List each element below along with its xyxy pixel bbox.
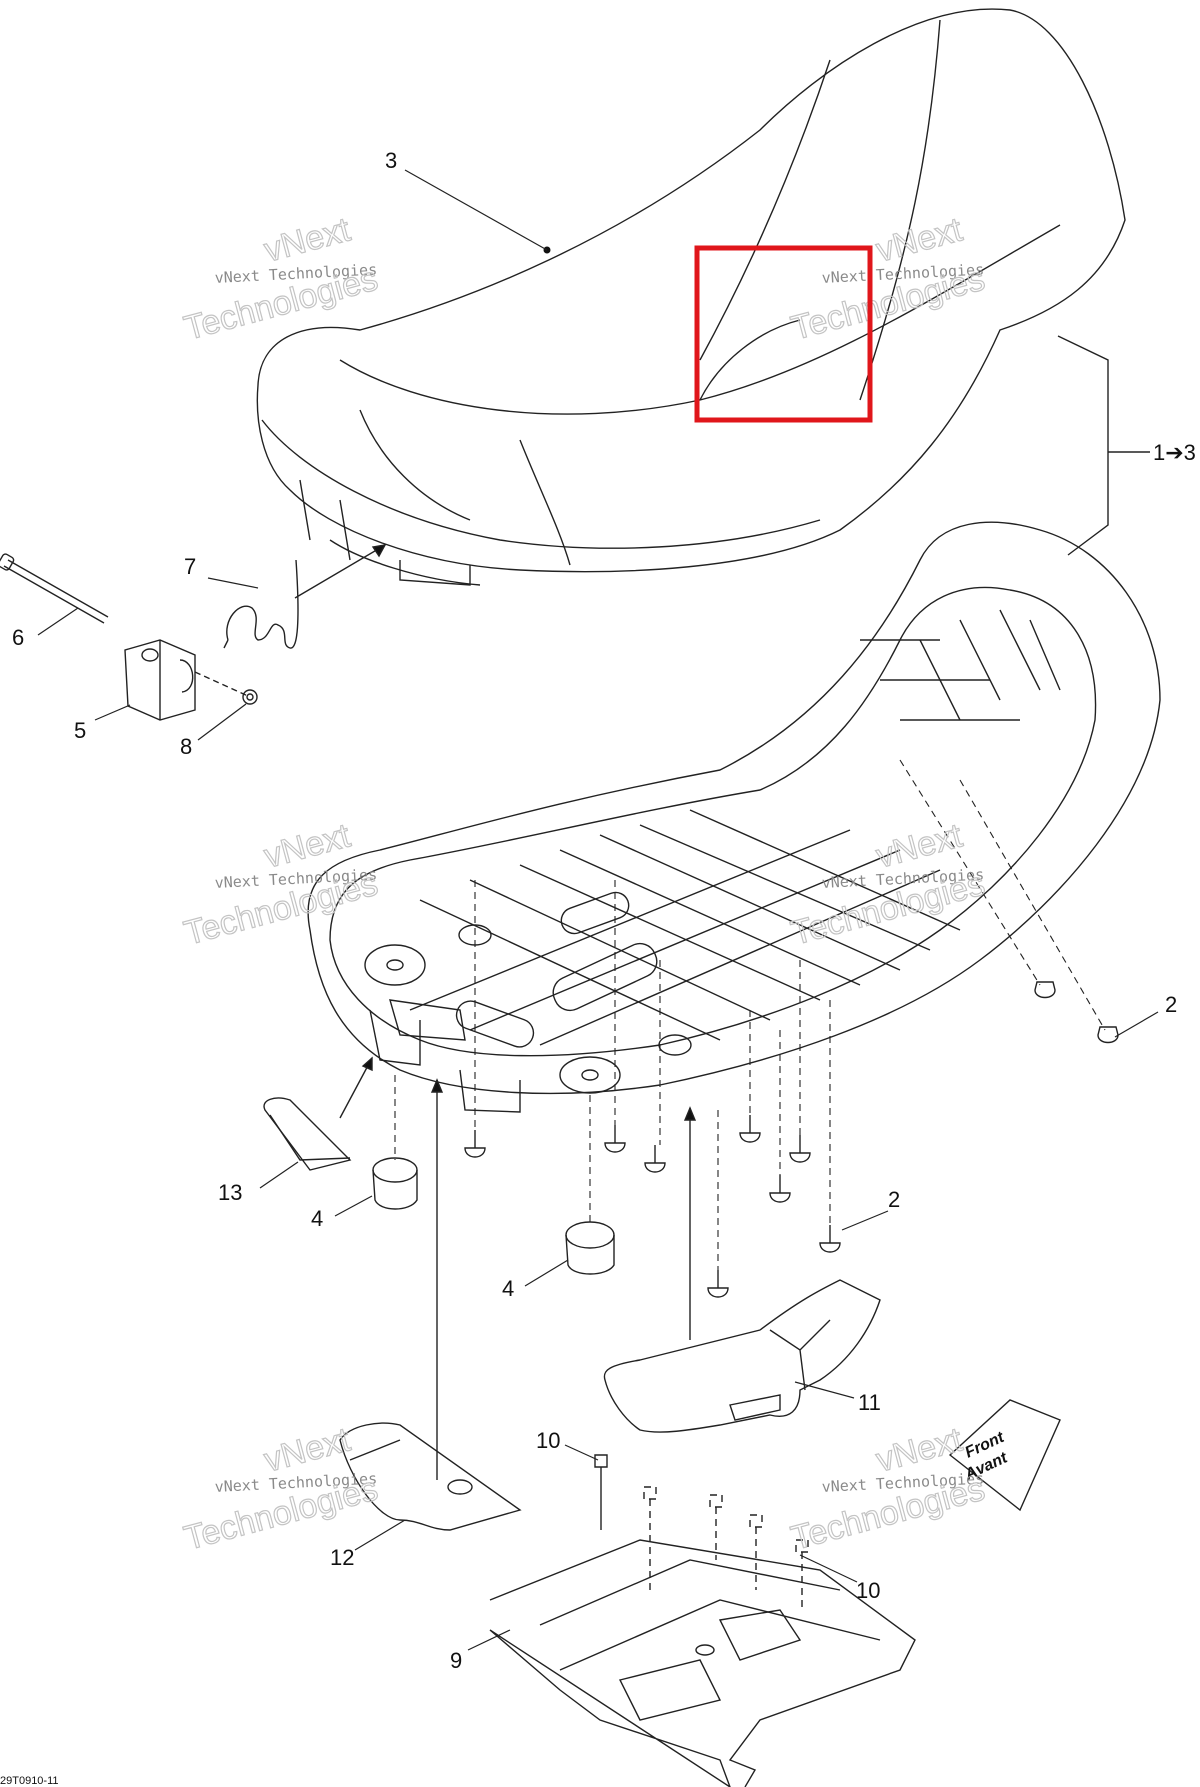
callout-2-lower: 2 bbox=[888, 1187, 900, 1212]
part-13-cap bbox=[263, 1097, 352, 1171]
callout-12: 12 bbox=[330, 1545, 354, 1570]
part-11-panel bbox=[603, 1279, 881, 1433]
part-9-skid-plate bbox=[489, 1539, 916, 1787]
watermark-top-right: vNext vNext Technologies Technologies bbox=[787, 210, 990, 349]
callout-leaders bbox=[37, 169, 1159, 1651]
watermark-bottom-left: vNext vNext Technologies Technologies bbox=[180, 1420, 383, 1559]
assembly-arrows bbox=[294, 544, 697, 1480]
hinge-rod bbox=[0, 553, 109, 624]
part-10-bolts bbox=[594, 1454, 809, 1610]
highlight-box bbox=[694, 245, 873, 423]
seat-cover bbox=[256, 8, 1126, 586]
assembly-dashed-lines bbox=[394, 759, 1106, 1270]
part-12-plate bbox=[339, 1422, 522, 1531]
callout-8: 8 bbox=[180, 734, 192, 759]
part-2-fasteners bbox=[464, 981, 1119, 1298]
callout-10-bottom: 10 bbox=[856, 1578, 880, 1603]
callout-4-left: 4 bbox=[311, 1206, 323, 1231]
callout-numbers: 3 1➔3 7 6 5 8 2 2 13 4 4 11 10 10 12 9 bbox=[12, 148, 1196, 1673]
callout-10-top: 10 bbox=[536, 1428, 560, 1453]
svg-text:vNext: vNext bbox=[872, 210, 966, 269]
hinge-bracket bbox=[124, 639, 196, 721]
callout-4-center: 4 bbox=[502, 1276, 514, 1301]
part-4-nut-b bbox=[565, 1221, 615, 1275]
part-4-nut-a bbox=[372, 1157, 418, 1210]
callout-11: 11 bbox=[858, 1390, 881, 1415]
callout-6: 6 bbox=[12, 625, 24, 650]
callout-7: 7 bbox=[184, 554, 196, 579]
callout-9: 9 bbox=[450, 1648, 462, 1673]
hinge-spring bbox=[223, 559, 299, 649]
hinge-washer bbox=[194, 671, 258, 705]
drawing-reference: 29T0910-11 bbox=[0, 1775, 59, 1787]
callout-5: 5 bbox=[74, 718, 86, 743]
assembly-bracket bbox=[1057, 335, 1150, 556]
callout-13: 13 bbox=[218, 1180, 242, 1205]
watermark-mid-left: vNext vNext Technologies Technologies bbox=[180, 816, 383, 954]
seat-base bbox=[307, 521, 1161, 1113]
svg-text:vNext: vNext bbox=[260, 210, 354, 269]
watermark-bottom-right: vNext vNext Technologies Technologies bbox=[787, 1420, 990, 1559]
callout-2-right: 2 bbox=[1165, 992, 1177, 1017]
callout-1-to-3: 1➔3 bbox=[1153, 440, 1196, 465]
watermark-top-left: vNext vNext Technologies Technologies bbox=[180, 210, 383, 349]
callout-3: 3 bbox=[385, 148, 397, 173]
